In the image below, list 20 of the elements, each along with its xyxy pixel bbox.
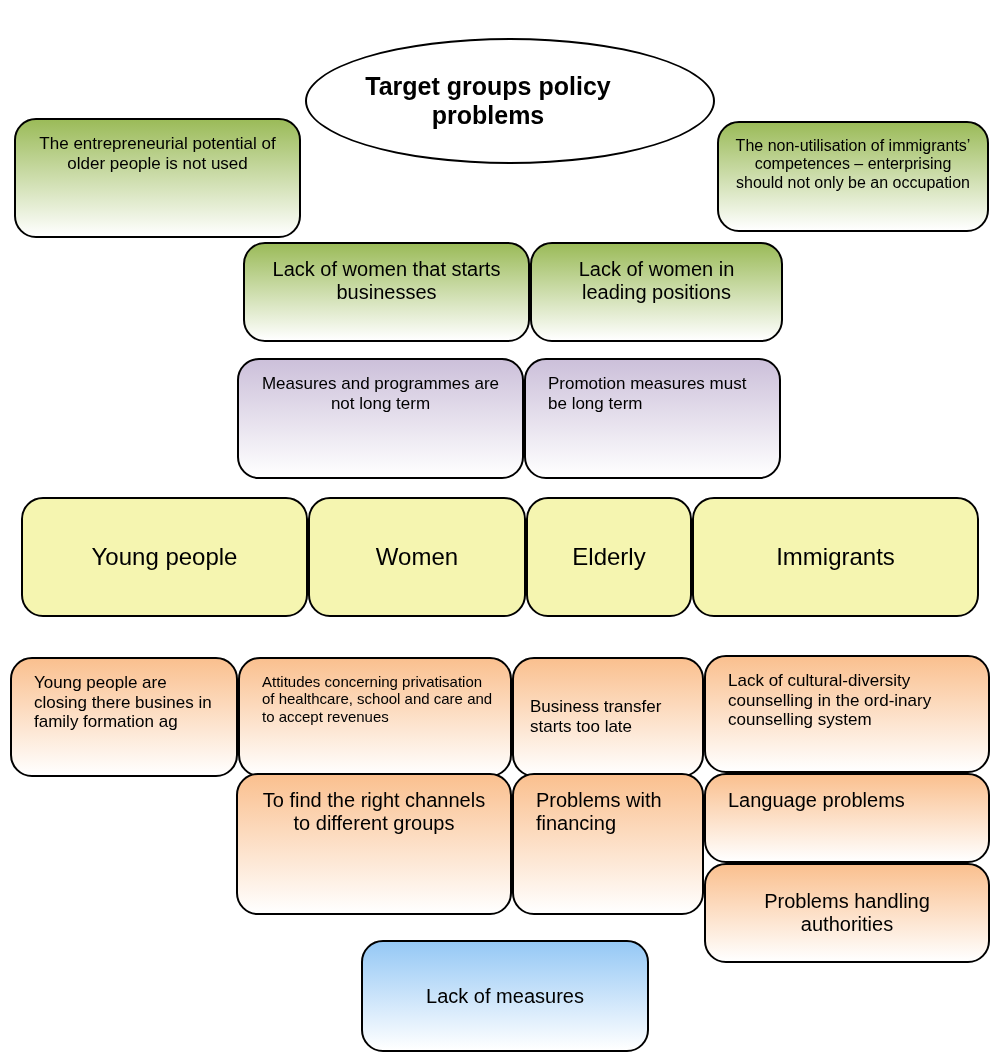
target-group-box: Young people [21,497,308,617]
target-group-box: Elderly [526,497,692,617]
problem-box: Lack of women in leading positions [530,242,783,342]
problem-box: Measures and programmes are not long term [237,358,524,479]
problem-box: Problems handling authorities [704,863,990,963]
problem-box: Lack of measures [361,940,649,1052]
problem-box: Lack of cultural-diversity counselling in the ord-inary counselling system [704,655,990,773]
problem-box: The non-utilisation of immigrants’ competences – enterprising should not only be an occupation [717,121,989,232]
problem-box: Problems with financing [512,773,704,915]
problem-box: Language problems [704,773,990,863]
problem-box: Business transfer starts too late [512,657,704,777]
target-group-box: Women [308,497,526,617]
problem-box: Lack of women that starts businesses [243,242,530,342]
target-group-box: Immigrants [692,497,979,617]
problem-box: Attitudes concerning privatisation of healthcare, school and care and to accept revenues [238,657,512,777]
title-ellipse: Target groups policy problems [305,38,715,164]
problem-box: Promotion measures must be long term [524,358,781,479]
problem-box: To find the right channels to different groups [236,773,512,915]
problem-box: The entrepreneurial potential of older people is not used [14,118,301,238]
problem-box: Young people are closing there busines in family formation ag [10,657,238,777]
